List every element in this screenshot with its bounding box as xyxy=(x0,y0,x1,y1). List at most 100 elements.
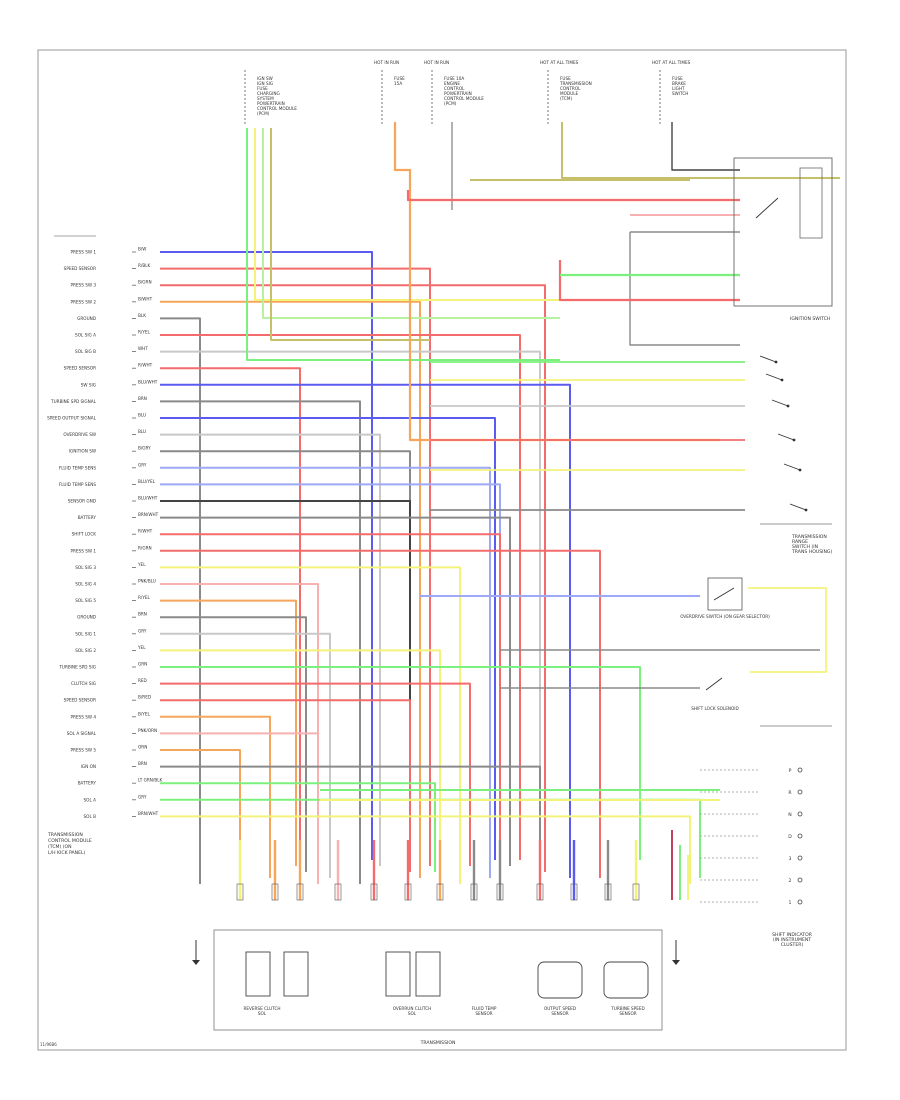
transmission-label: TRANSMISSION xyxy=(420,1040,456,1046)
tcm-pin-code: YEL xyxy=(137,645,146,650)
range-switch-contact xyxy=(759,355,777,363)
tcm-pin-label: SOL SIG 3 xyxy=(75,565,96,570)
gear-position: N xyxy=(788,812,791,818)
wire xyxy=(160,765,541,866)
tcm-pin-code: GRY xyxy=(138,628,147,633)
tcm-block-label: L/H KICK PANEL) xyxy=(48,850,86,856)
tcm-pin-code: B/GRN xyxy=(138,280,152,285)
tcm-pin-code: BLU/WHT xyxy=(138,496,158,501)
solenoid-label: SOL xyxy=(408,1011,417,1016)
source-line: POWERTRAIN xyxy=(444,91,472,96)
wire xyxy=(558,260,740,302)
tcm-pin-label: SHIFT LOCK xyxy=(72,532,97,537)
tcm-pin-code: BRN xyxy=(138,396,147,401)
tcm-pin-label: SOL SIG 4 xyxy=(75,582,96,587)
ignition-switch-blade xyxy=(755,197,779,219)
source-line: IGN SW xyxy=(257,76,273,81)
source-title: HOT IN RUN xyxy=(374,60,399,65)
tcm-pin-label: PRESS SW 1 xyxy=(70,250,96,255)
wire xyxy=(160,815,691,884)
tcm-pin-code: BLU xyxy=(138,413,146,418)
range-switch-contact xyxy=(789,503,807,511)
tcm-pin-label: TURBINE SPD SIGNAL xyxy=(50,399,97,404)
wire xyxy=(254,128,700,301)
source-title: HOT IN RUN xyxy=(424,60,449,65)
range-switch-contact xyxy=(771,399,789,407)
indicator-lamp xyxy=(797,789,803,795)
source-title: HOT AT ALL TIMES xyxy=(540,60,579,65)
tcm-pin-label: SOL SIG B xyxy=(75,349,96,354)
tcm-pin-code: R/GRN xyxy=(138,545,152,550)
tcm-pin-label: TURBINE SPD SIG xyxy=(58,665,96,670)
connector-pin xyxy=(404,883,412,901)
tcm-pin-code: B/RED xyxy=(138,695,151,700)
ignition-switch-contacts xyxy=(799,167,823,239)
tcm-pin-label: SOL SIG A xyxy=(75,333,96,338)
gear-position: R xyxy=(788,790,792,796)
source-line: FUSE xyxy=(672,76,683,81)
wire-layer xyxy=(160,122,840,900)
tcm-pin-label: PRESS SW 3 xyxy=(70,283,96,288)
wire xyxy=(160,782,436,872)
gear-position: 2 xyxy=(789,878,792,884)
tcm-pin-label: IGN ON xyxy=(81,764,96,769)
shift-lock-label: SHIFT LOCK SOLENOID xyxy=(691,706,739,711)
connector-pin xyxy=(370,883,378,901)
source-line: SYSTEM xyxy=(257,96,274,101)
wire xyxy=(160,715,271,878)
tcm-pin-label: SOL SIG 2 xyxy=(75,648,96,653)
tcm-pin-label: GROUND xyxy=(77,316,96,321)
tcm-pin-code: R/WHT xyxy=(138,529,153,534)
component-layer xyxy=(54,70,833,1031)
range-switch-node xyxy=(786,404,790,408)
label-layer: PRESS SW 1 B/W SPEED SENSOR R/BLK PRESS SW 3… xyxy=(47,60,832,1046)
wire xyxy=(160,732,319,884)
ignition-switch-box xyxy=(733,157,833,307)
source-line: FUSE xyxy=(394,76,405,81)
tcm-pin-code: LT GRN/BLK xyxy=(138,778,163,783)
transmission-box xyxy=(213,929,663,1031)
trans-range-label: RANGE xyxy=(792,539,808,545)
connector-pin xyxy=(536,883,544,901)
source-line: FUSE 10A xyxy=(444,76,464,81)
tcm-pin-code: BRN/WHT xyxy=(138,811,159,816)
wire xyxy=(160,749,241,860)
source-line: CONTROL xyxy=(560,86,581,91)
solenoid-label: REVERSE CLUTCH xyxy=(243,1006,280,1011)
tcm-pin-label: SPEED OUTPUT SIGNAL xyxy=(47,416,97,421)
solenoid-label: OVERRUN CLUTCH xyxy=(393,1006,432,1011)
tcm-pin-label: OVERDRIVE SW xyxy=(63,432,96,437)
tcm-pin-code: B/W xyxy=(138,247,146,252)
tcm-pin-code: R/BLK xyxy=(138,263,151,268)
range-switch-node xyxy=(792,438,796,442)
tcm-pin-code: ORN xyxy=(138,745,147,750)
solenoid-label: SENSOR xyxy=(475,1011,492,1016)
wire xyxy=(160,533,501,872)
wire xyxy=(160,350,541,866)
connector-pin xyxy=(334,883,342,901)
ignition-switch-label: IGNITION SWITCH xyxy=(790,316,830,322)
tcm-block-label: (TCM) (ON xyxy=(48,844,72,850)
tcm-pin-label: SW SIG xyxy=(81,382,96,387)
wire xyxy=(748,587,827,673)
connector-pin xyxy=(236,883,244,901)
indicator-lamp xyxy=(797,899,803,905)
source-line: TRANSMISSION xyxy=(559,81,592,86)
gear-position: P xyxy=(789,768,792,774)
diagram-frame xyxy=(37,49,847,1051)
tcm-pin-label: GROUND xyxy=(77,615,96,620)
tcm-pin-label: SOL A SIGNAL xyxy=(67,731,97,736)
tcm-pin-label: PRESS SW 5 xyxy=(70,748,96,753)
tcm-pin-label: SPEED SENSOR xyxy=(64,366,96,371)
ground-symbol xyxy=(672,960,680,965)
solenoid-label: SENSOR xyxy=(619,1011,636,1016)
wire xyxy=(160,367,301,872)
solenoid-label: OUTPUT SPEED xyxy=(544,1006,576,1011)
tcm-pin-code: B/GRY xyxy=(138,446,151,451)
source-line: (TCM) xyxy=(560,96,572,101)
tcm-pin-code: B/YEL xyxy=(138,711,150,716)
connector-pin xyxy=(632,883,640,901)
wire xyxy=(160,682,471,866)
tcm-pin-label: CLUTCH SIG xyxy=(71,681,96,686)
